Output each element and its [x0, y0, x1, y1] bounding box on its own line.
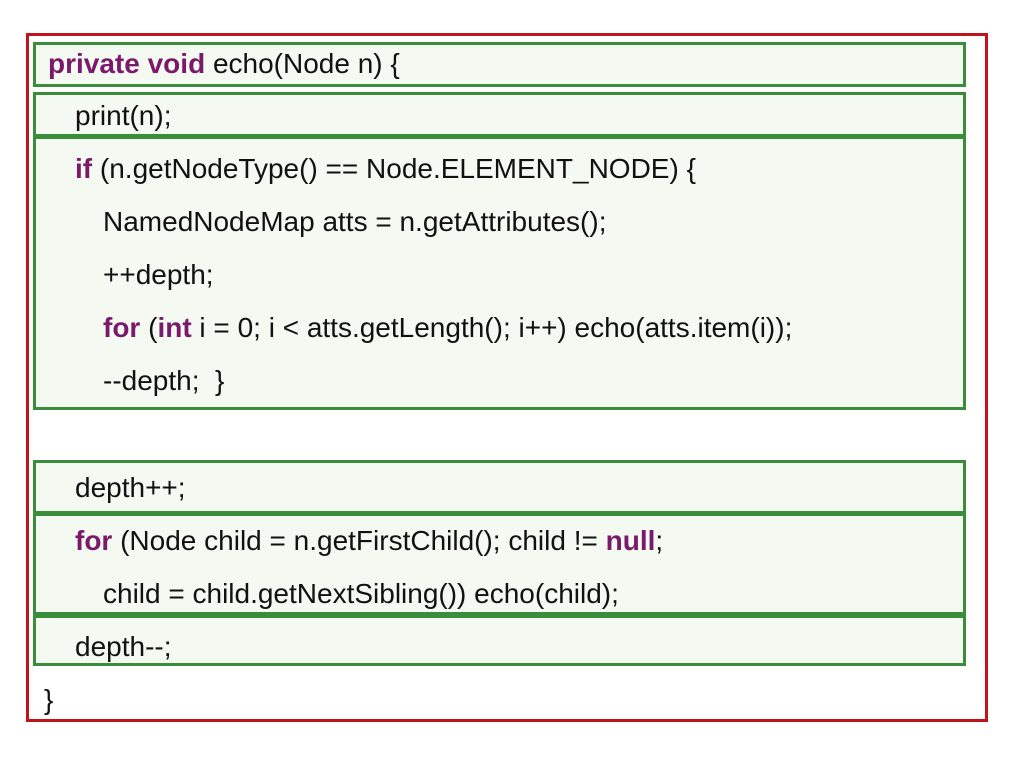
code-text: NamedNodeMap atts = n.getAttributes();	[103, 206, 607, 237]
code-line-method-signature: private void echo(Node n) {	[48, 47, 400, 81]
keyword-null: null	[605, 525, 656, 556]
code-line-for-int: for (int i = 0; i < atts.getLength(); i+…	[103, 311, 792, 345]
code-line-depth-postincrement: depth++;	[75, 471, 186, 505]
code-line-atts: NamedNodeMap atts = n.getAttributes();	[103, 205, 606, 239]
keyword-private: private	[48, 48, 140, 79]
code-text: (n.getNodeType() == Node.ELEMENT_NODE) {	[92, 153, 696, 184]
keyword-if: if	[75, 153, 93, 184]
code-line-for-child: for (Node child = n.getFirstChild(); chi…	[75, 524, 663, 558]
code-text: (Node child = n.getFirstChild(); child !…	[112, 525, 606, 556]
keyword-for: for	[75, 525, 113, 556]
code-line-depth-postdecrement: depth--;	[75, 630, 172, 664]
keyword-int: int	[157, 312, 192, 343]
code-line-closing-brace: }	[44, 683, 53, 717]
code-line-depth-predecrement: --depth; }	[103, 364, 224, 398]
depth-increment-block	[33, 460, 966, 514]
code-line-print: print(n);	[75, 99, 171, 133]
element-node-block	[33, 136, 966, 410]
code-text: i = 0; i < atts.getLength(); i++) echo(a…	[191, 312, 793, 343]
child-loop-block	[33, 513, 966, 615]
code-text: depth++;	[75, 472, 186, 503]
code-line-depth-preincrement: ++depth;	[103, 258, 214, 292]
print-block	[33, 92, 966, 137]
code-text: print(n);	[75, 100, 172, 131]
method-signature-block	[33, 42, 966, 87]
code-text: }	[44, 684, 54, 715]
code-text: ;	[655, 525, 664, 556]
depth-decrement-block	[33, 615, 966, 666]
code-text: (	[140, 312, 158, 343]
keyword-void: void	[147, 48, 206, 79]
code-line-next-sibling: child = child.getNextSibling()) echo(chi…	[103, 577, 619, 611]
code-text: child = child.getNextSibling()) echo(chi…	[103, 578, 619, 609]
code-line-if: if (n.getNodeType() == Node.ELEMENT_NODE…	[75, 152, 696, 186]
code-text: ++depth;	[103, 259, 214, 290]
keyword-for: for	[103, 312, 141, 343]
code-text: --depth; }	[103, 365, 225, 396]
code-text: depth--;	[75, 631, 172, 662]
code-outer-frame	[26, 33, 988, 722]
code-text: echo(Node n) {	[205, 48, 400, 79]
